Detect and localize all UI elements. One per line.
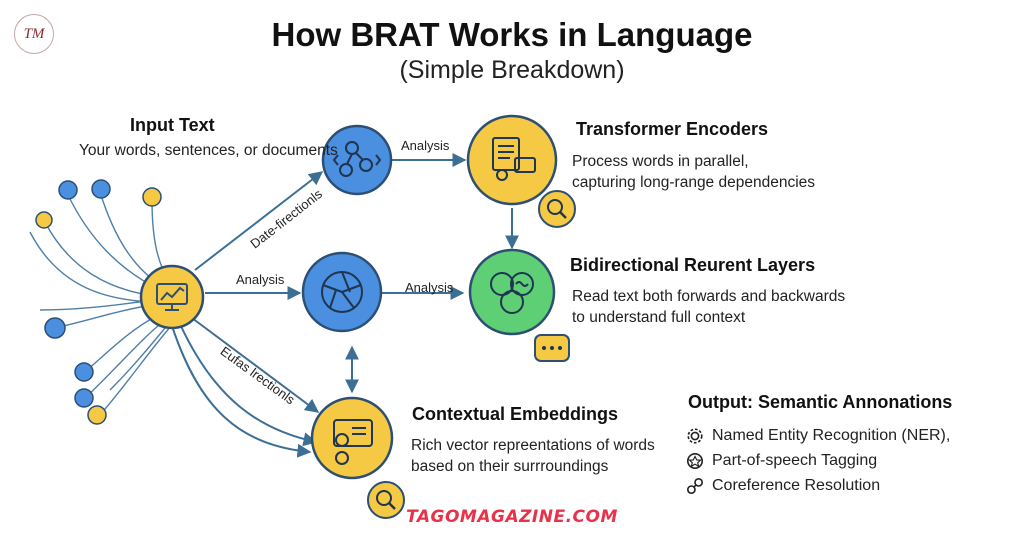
output-item-label: Coreference Resolution [712, 476, 881, 494]
output-item: Part-of-speech Tagging [686, 448, 950, 473]
output-heading: Output: Semantic Annonations [688, 392, 953, 412]
embeddings-heading: Contextual Embeddings [412, 404, 619, 424]
embeddings-description: Rich vector repreentations of words base… [411, 436, 655, 478]
input-description: Your words, sentences, or documents [79, 142, 338, 159]
people-list-icon [333, 419, 373, 465]
network-node [321, 124, 393, 196]
arrow-hub-to-embeddings-bottom [171, 325, 312, 458]
link-icon [686, 477, 704, 494]
network-icon [332, 141, 382, 177]
watermark: TAGOMAGAZINE.COM [406, 507, 618, 527]
speech-icon [142, 187, 162, 207]
page-title: How BRAT Works in Language [271, 16, 753, 53]
bidirectional-heading: Bidirectional Reurent Layers [570, 255, 816, 275]
site-logo: TM [14, 14, 54, 54]
aperture-node [301, 251, 383, 333]
bubble-icon [35, 211, 53, 229]
output-item-label: Named Entity Recognition (NER), [712, 426, 951, 444]
page-subtitle: (Simple Breakdown) [399, 56, 625, 84]
embeddings-desc-line: based on their surrroundings [411, 457, 609, 475]
bidirectional-desc-line: to understand full context [572, 308, 746, 326]
code-icon [44, 317, 66, 339]
aperture-icon [321, 271, 363, 313]
bidirectional-description: Read text both forwards and backwards to… [572, 287, 845, 329]
bidirectional-desc-line: Read text both forwards and backwards [572, 288, 846, 305]
flow-arrows [171, 153, 519, 458]
input-hub-node [139, 264, 205, 330]
arrow-hub-to-embeddings [191, 317, 320, 413]
arrow-hub-to-embeddings-lower [179, 323, 318, 447]
arrow-hub-to-top [194, 171, 324, 271]
transformer-desc-line: capturing long-range dependencies [572, 173, 816, 191]
magnifier-badge [538, 190, 576, 228]
input-heading: Input Text [130, 115, 215, 135]
tag-badge-icon [686, 452, 704, 469]
chat-icon [91, 179, 111, 199]
transformer-description: Process words in parallel, capturing lon… [572, 152, 815, 194]
output-list: Named Entity Recognition (NER), Part-of-… [686, 423, 950, 498]
bidirectional-node [468, 248, 570, 362]
embeddings-node [310, 396, 405, 519]
output-item: Named Entity Recognition (NER), [686, 423, 950, 448]
gear-icon [687, 427, 703, 444]
embeddings-desc-line: Rich vector repreentations of words [411, 437, 655, 454]
waves-icon [490, 272, 534, 314]
input-source-icons [35, 179, 162, 425]
edge-label-top-analysis: Analysis [401, 138, 450, 153]
edge-label-middle-left: Analysis [236, 272, 285, 287]
list-icon [74, 362, 94, 382]
edge-label-middle-right: Analysis [405, 280, 454, 295]
document-icon [58, 180, 78, 200]
output-item-label: Part-of-speech Tagging [712, 451, 878, 469]
lines-icon [74, 388, 94, 408]
search-icon [547, 199, 563, 215]
search-icon [376, 490, 392, 506]
text-icon [87, 405, 107, 425]
transformer-heading: Transformer Encoders [576, 119, 769, 139]
transformer-node [466, 114, 576, 228]
document-person-icon [492, 137, 536, 181]
transformer-desc-line: Process words in parallel, [572, 153, 749, 170]
output-item: Coreference Resolution [686, 473, 950, 498]
